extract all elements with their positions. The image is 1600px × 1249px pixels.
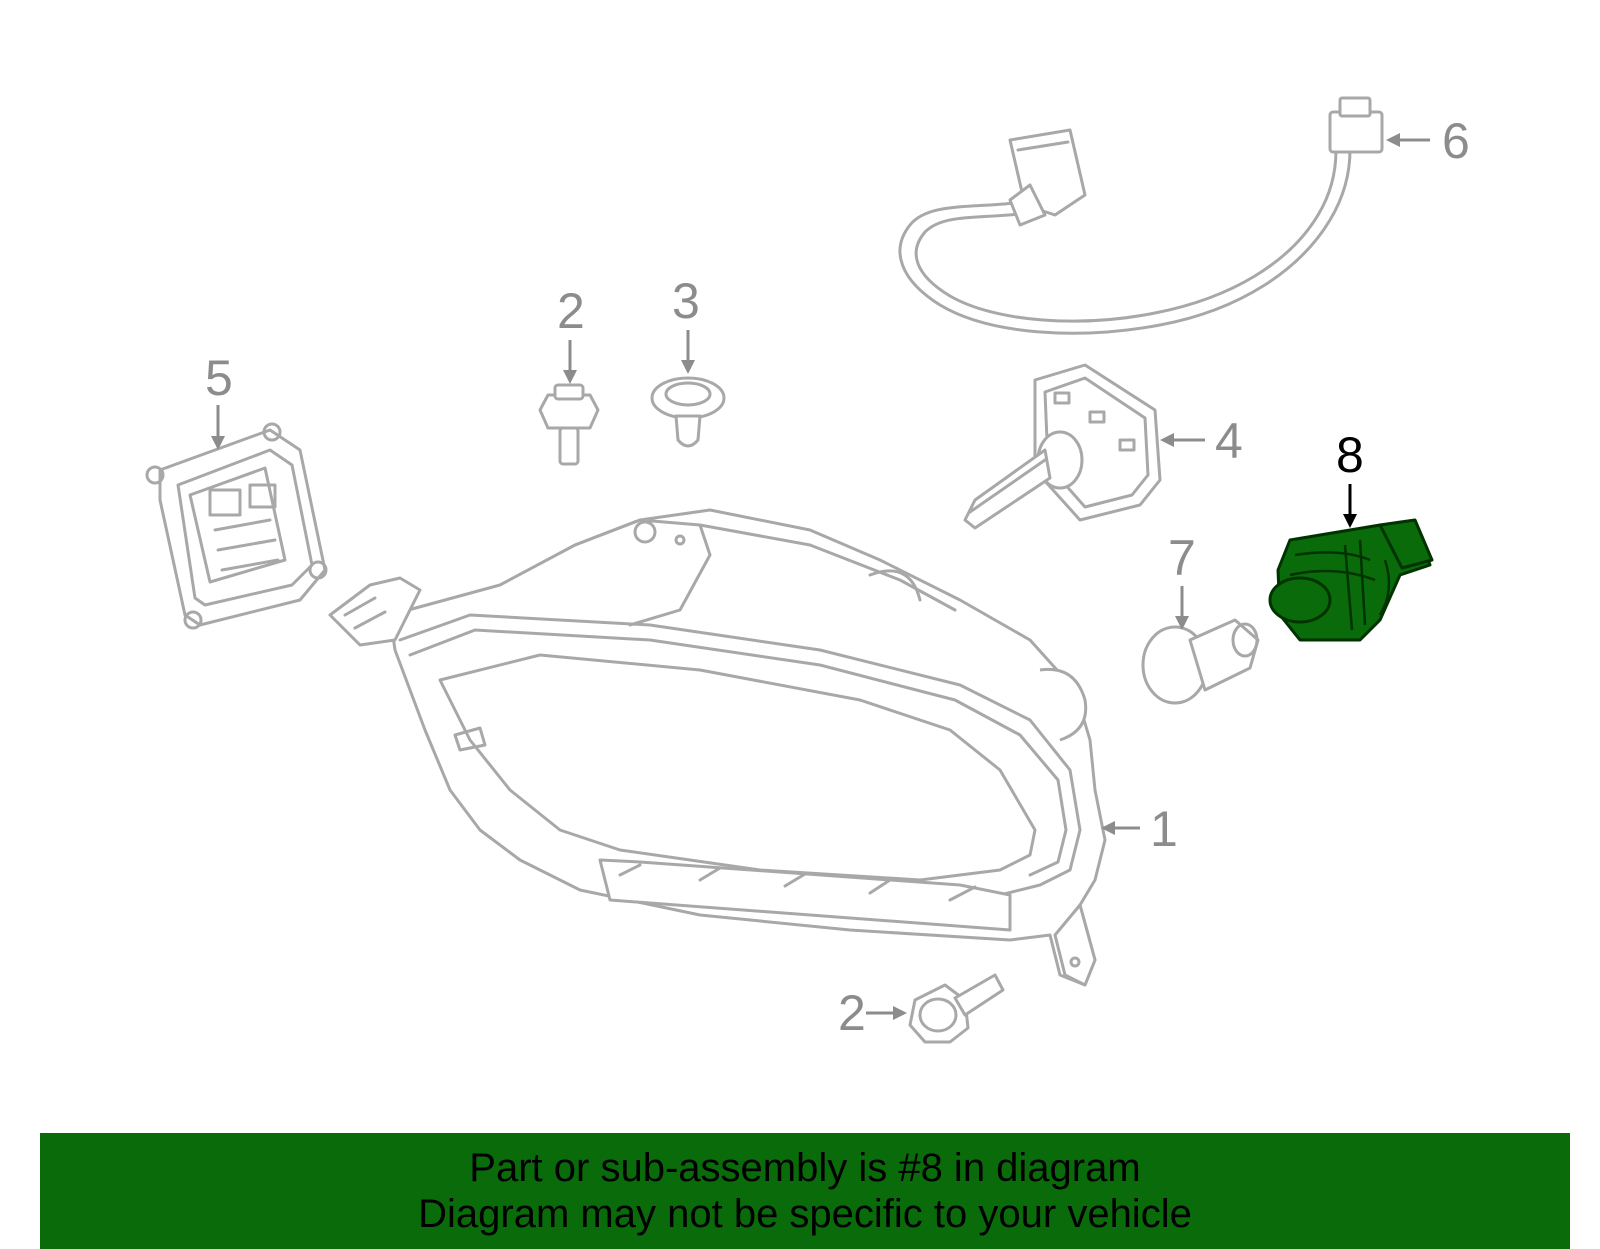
svg-text:8: 8 bbox=[1336, 427, 1364, 483]
callout-6: 6 bbox=[1386, 113, 1470, 169]
svg-text:1: 1 bbox=[1150, 801, 1178, 857]
bulb-part-7[interactable] bbox=[1141, 618, 1260, 705]
svg-text:3: 3 bbox=[672, 273, 700, 329]
socket-part-8-highlighted[interactable] bbox=[1268, 518, 1434, 642]
bolt-part-2-bottom[interactable] bbox=[908, 973, 1005, 1044]
callout-8: 8 bbox=[1336, 427, 1364, 528]
callout-7: 7 bbox=[1168, 530, 1196, 630]
svg-text:5: 5 bbox=[205, 350, 233, 406]
clip-part-3[interactable] bbox=[650, 376, 726, 448]
svg-text:7: 7 bbox=[1168, 530, 1196, 586]
banner-line-2: Diagram may not be specific to your vehi… bbox=[418, 1192, 1192, 1236]
headlamp-assembly-part-1[interactable] bbox=[328, 508, 1107, 987]
part-info-banner: Part or sub-assembly is #8 in diagram Di… bbox=[40, 1133, 1570, 1249]
svg-text:6: 6 bbox=[1442, 113, 1470, 169]
callout-3: 3 bbox=[672, 273, 700, 374]
callout-5: 5 bbox=[205, 350, 233, 450]
callout-1: 1 bbox=[1101, 801, 1178, 857]
svg-text:2: 2 bbox=[838, 985, 866, 1041]
callout-2-bottom: 2 bbox=[838, 985, 907, 1041]
control-module-part-5[interactable] bbox=[145, 422, 328, 630]
wiring-harness-part-6[interactable] bbox=[898, 96, 1384, 335]
hid-bulb-part-4[interactable] bbox=[963, 363, 1162, 530]
bolt-part-2-top[interactable] bbox=[538, 383, 600, 466]
callout-4: 4 bbox=[1160, 413, 1243, 469]
callout-2-top: 2 bbox=[557, 283, 585, 384]
svg-text:2: 2 bbox=[557, 283, 585, 339]
svg-text:4: 4 bbox=[1215, 413, 1243, 469]
banner-line-1: Part or sub-assembly is #8 in diagram bbox=[469, 1146, 1141, 1190]
